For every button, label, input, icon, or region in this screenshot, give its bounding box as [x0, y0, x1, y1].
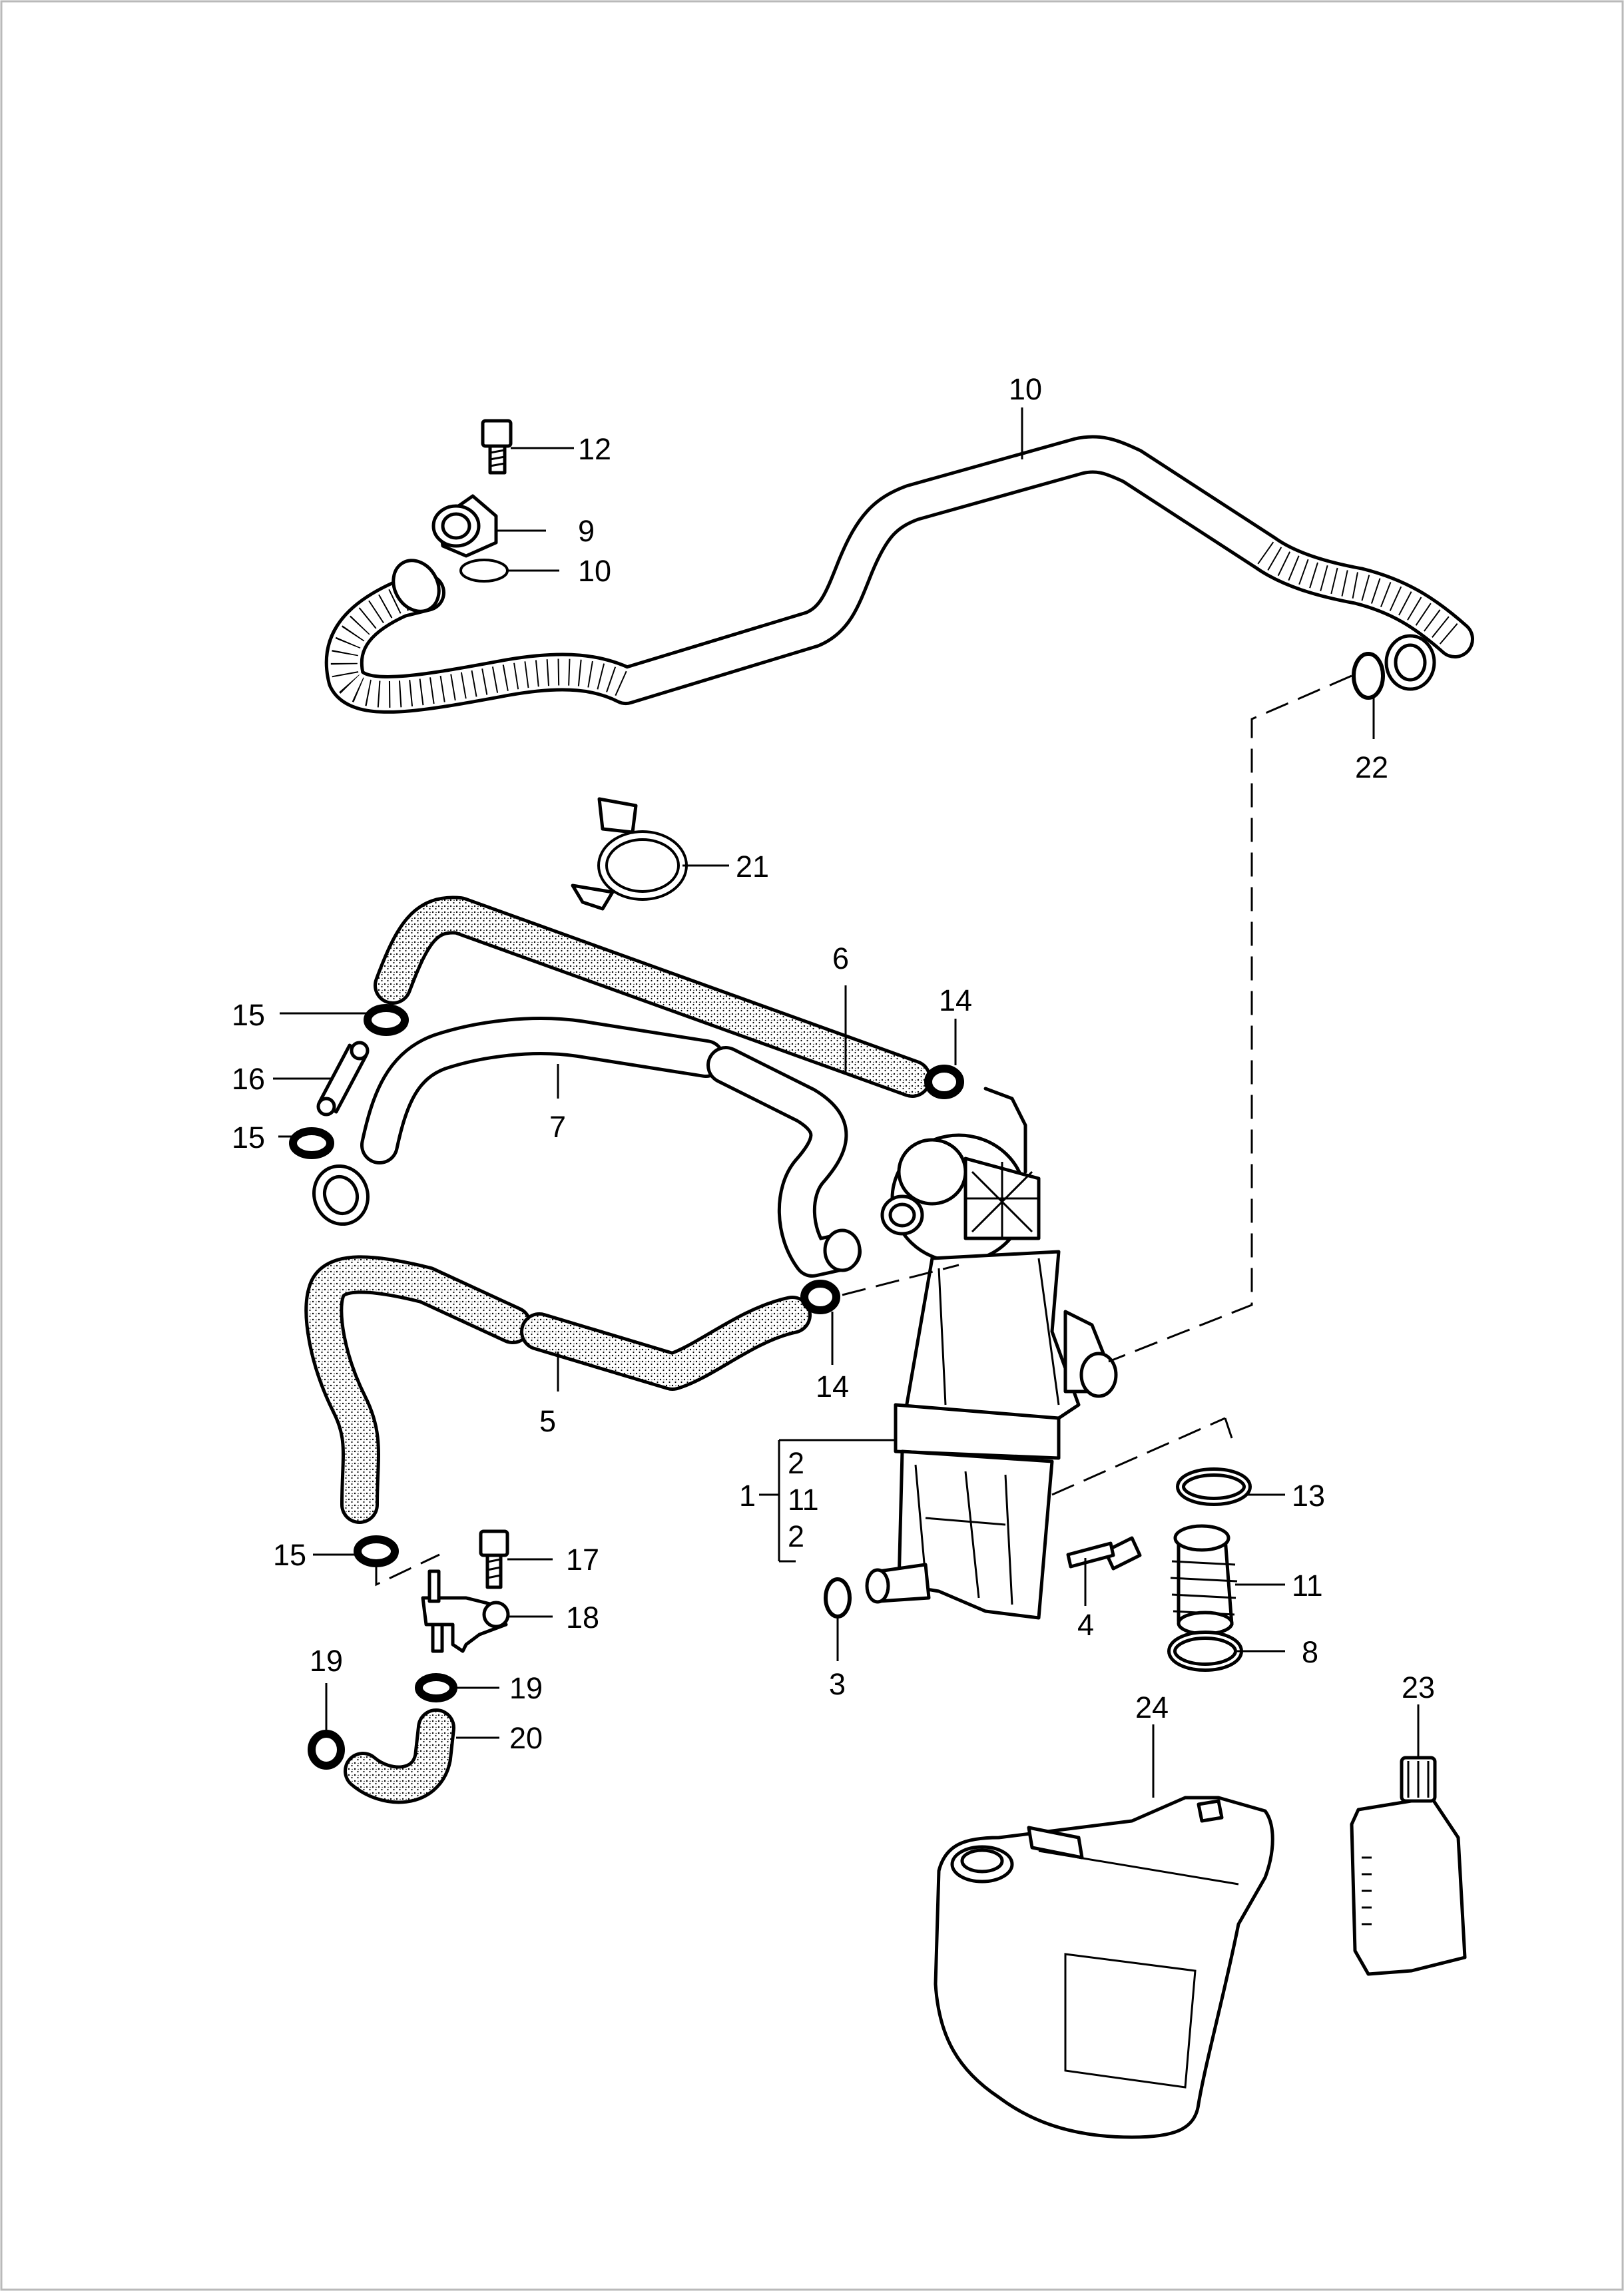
callout-19-right: 19 — [509, 1671, 543, 1705]
o-ring-2 — [824, 1577, 852, 1619]
callout-labels: 10 12 9 10 22 21 6 14 15 16 15 7 5 14 1 … — [232, 372, 1435, 1755]
callout-17: 17 — [566, 1543, 599, 1577]
callout-14-upper: 14 — [939, 983, 972, 1017]
callout-6: 9 — [578, 514, 595, 548]
callout-4: 10 — [1009, 372, 1042, 406]
clamp-15-middle — [289, 1127, 334, 1159]
bolt-17 — [479, 1529, 509, 1589]
callout-15-lower: 15 — [273, 1538, 306, 1572]
clamp-14-upper — [924, 1065, 964, 1099]
hose-20 — [344, 1708, 455, 1804]
oil-canister-24 — [934, 1796, 1274, 2139]
elbow-fitting-6 — [431, 494, 498, 558]
bolt-3 — [1066, 1536, 1142, 1571]
clamp-15-lower — [354, 1535, 399, 1567]
assembly-line-15 — [375, 1553, 440, 1587]
clamp-15-upper — [364, 1004, 409, 1036]
callout-16: 16 — [232, 1062, 265, 1096]
clamp-14-lower — [800, 1280, 840, 1314]
callout-21: 21 — [736, 850, 769, 884]
bolt-8 — [481, 419, 513, 475]
callout-10: 11 — [1292, 1569, 1323, 1603]
callout-12: 6 — [832, 941, 849, 975]
clamp-19-left — [308, 1730, 345, 1770]
hose-13 — [304, 1255, 812, 1524]
callout-3: 4 — [1077, 1608, 1094, 1642]
bellows-10 — [1170, 1524, 1238, 1636]
o-ring-22 — [1352, 652, 1385, 700]
clamp-9 — [1167, 1631, 1243, 1672]
oil-separator-1 — [865, 1087, 1118, 1620]
callout-1-sub-10: 11 — [788, 1483, 819, 1517]
callout-8: 12 — [578, 432, 611, 466]
callout-20: 20 — [509, 1721, 543, 1755]
callout-22: 22 — [1355, 750, 1388, 784]
callout-1: 1 — [739, 1479, 756, 1513]
callout-23: 23 — [1402, 1670, 1435, 1704]
breather-pipe-4 — [324, 435, 1474, 714]
bracket-18 — [421, 1569, 510, 1653]
oil-bottle-23 — [1350, 1756, 1467, 1976]
leader-lines — [273, 407, 1420, 1798]
callout-18: 18 — [566, 1601, 599, 1635]
callout-1-sub-11: 2 — [788, 1519, 804, 1553]
assembly-line-11b — [1224, 1417, 1233, 1439]
assembly-line-22 — [1108, 674, 1352, 1363]
callout-7: 10 — [578, 554, 611, 588]
o-ring-7 — [459, 559, 509, 583]
callout-15-upper: 15 — [232, 998, 265, 1032]
callout-5: 7 — [549, 1110, 566, 1144]
clamp-21 — [571, 797, 688, 911]
hose-12 — [374, 895, 932, 1098]
callout-11: 13 — [1292, 1479, 1325, 1513]
callout-24: 24 — [1135, 1690, 1169, 1724]
assembly-line-11 — [1051, 1417, 1226, 1496]
callout-9: 8 — [1302, 1635, 1318, 1669]
assembly-line-14 — [842, 1264, 959, 1296]
hose-5 — [312, 1017, 862, 1278]
callout-1-sub-2: 2 — [788, 1446, 804, 1480]
clamp-11 — [1176, 1467, 1252, 1506]
connector-16 — [316, 1041, 370, 1117]
callout-2-oring: 3 — [829, 1667, 846, 1701]
callout-15-middle: 15 — [232, 1121, 265, 1154]
callout-19-left: 19 — [310, 1644, 343, 1678]
clamp-19-right — [415, 1673, 457, 1702]
callout-14-lower: 14 — [816, 1370, 849, 1403]
callout-13: 5 — [539, 1404, 556, 1438]
